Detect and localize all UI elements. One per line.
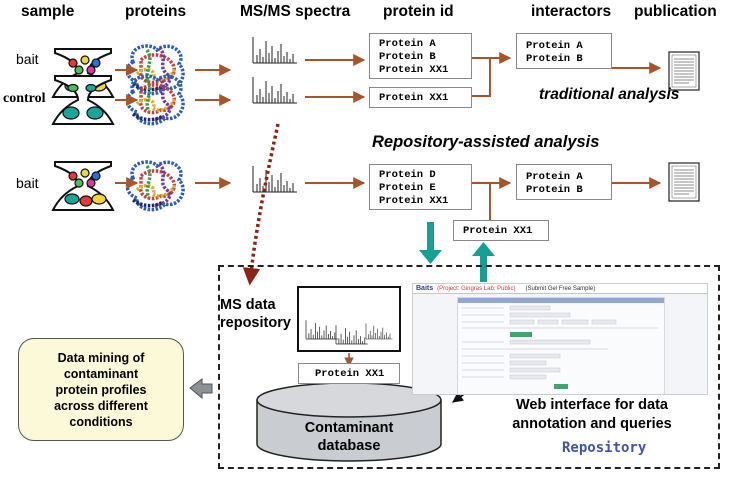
mining-line2: contaminant [63, 366, 139, 381]
interactors-box-repo: Protein A Protein B [516, 164, 612, 200]
filtered-contaminant-box: Protein XX1 [453, 220, 549, 241]
contaminant-protein-box: Protein XX1 [298, 363, 400, 384]
protein-id-box-bait: Protein A Protein B Protein XX1 [369, 33, 472, 79]
interactor-item: Protein A [526, 40, 583, 52]
publication-page-icon-traditional [668, 51, 700, 91]
protein-id-box-control: Protein XX1 [369, 87, 472, 108]
web-label-line2: annotation and queries [512, 416, 672, 432]
protein-id-item: Protein B [379, 51, 436, 63]
interactor-item: Protein B [526, 53, 583, 65]
header-spectra: MS/MS spectra [240, 3, 351, 20]
web-label-line1: Web interface for data [515, 397, 669, 413]
contaminant-database-cylinder [256, 382, 442, 462]
mining-line3: protein profiles [55, 382, 147, 397]
protein-id-item: Protein XX1 [379, 64, 449, 76]
interactor-item: Protein B [526, 184, 583, 196]
web-interface-screenshot[interactable]: Baits(Project: Gingras Lab: Public) (Subm… [412, 283, 708, 395]
header-sample: sample [21, 3, 75, 20]
header-protein-id: protein id [383, 3, 454, 20]
protein-id-item: Protein D [379, 169, 436, 181]
row-label-bait: bait [16, 51, 39, 67]
ms-data-repository-label: MS data repository [220, 296, 291, 332]
ms-repository-frame [297, 286, 401, 352]
repository-panel [218, 265, 720, 469]
mining-line5: conditions [69, 414, 133, 429]
dotted-upload-arrow [242, 123, 280, 286]
repository-name-label: Repository [562, 440, 647, 456]
row-label-bait-repo: bait [16, 175, 39, 191]
flow-arrows-row1 [115, 52, 662, 76]
sample-tube-icon-bait-repo [52, 161, 114, 211]
protein-id-item: Protein A [379, 38, 436, 50]
filtered-contaminant-item: Protein XX1 [463, 225, 533, 237]
database-line1: Contaminant [304, 420, 394, 436]
teal-query-arrow-up [472, 242, 495, 282]
publication-page-icon-repo [668, 162, 700, 202]
grey-mining-arrow [189, 378, 213, 400]
ms-data-line2: repository [220, 315, 291, 331]
protein-id-item: Protein XX1 [379, 92, 449, 104]
header-publication: publication [634, 3, 717, 20]
interactor-item: Protein A [526, 171, 583, 183]
spectrum-icon-control [252, 76, 298, 104]
mining-line1: Data mining of [57, 350, 145, 365]
ms-data-line1: MS data [220, 297, 276, 313]
web-form-sketch [458, 298, 664, 389]
row-label-control: control [3, 91, 46, 106]
protein-mixture-icon-bait-repo [125, 160, 185, 212]
header-interactors: interactors [531, 3, 612, 20]
sample-tube-icon-control [52, 75, 114, 125]
repository-assisted-title: Repository-assisted analysis [372, 133, 600, 151]
web-interface-project: (Project: Gingras Lab: Public) [437, 286, 516, 292]
mining-line4: across different [54, 398, 148, 413]
interactors-box-traditional: Protein A Protein B [516, 33, 612, 69]
database-line2: database [317, 438, 381, 454]
flow-arrows-row2 [115, 58, 491, 106]
spectrum-icon-bait-repo [252, 165, 298, 193]
protein-id-box-repo: Protein D Protein E Protein XX1 [369, 164, 472, 210]
protein-id-item: Protein E [379, 182, 436, 194]
data-mining-box: Data mining of contaminant protein profi… [18, 338, 184, 441]
protein-id-item: Protein XX1 [379, 195, 449, 207]
web-interface-mode: (Submit Gel Free Sample) [525, 286, 596, 292]
teal-query-arrow-down [419, 222, 442, 264]
spectrum-icon-bait [252, 36, 298, 64]
flow-arrows-row3 [115, 177, 662, 220]
web-interface-label: Web interface for data annotation and qu… [488, 396, 696, 434]
web-interface-form [457, 297, 665, 394]
traditional-analysis-title: traditional analysis [539, 86, 680, 103]
web-interface-title: Baits [416, 285, 434, 292]
contaminant-protein-item: Protein XX1 [315, 368, 385, 380]
web-interface-header: Baits(Project: Gingras Lab: Public) (Subm… [413, 284, 707, 294]
header-proteins: proteins [125, 3, 187, 20]
contaminant-database-label: Contaminant database [257, 419, 441, 455]
